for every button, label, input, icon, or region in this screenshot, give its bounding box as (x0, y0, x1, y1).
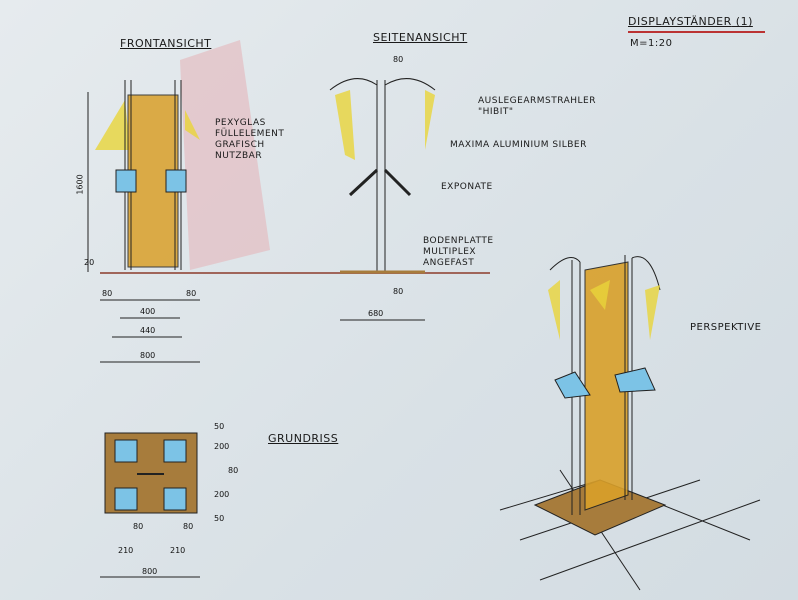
plan-view-drawing (100, 432, 200, 578)
dim-v: 200 (214, 442, 230, 451)
dim-width: 680 (368, 309, 384, 318)
label-profile: MAXIMA ALUMINIUM SILBER (450, 140, 587, 150)
plan-view-heading: GRUNDRISS (268, 432, 339, 445)
dim-height: 1600 (75, 174, 85, 195)
front-view-note: PEXYGLAS FÜLLELEMENT GRAFISCH NUTZBAR (215, 118, 284, 162)
side-view-heading: SEITENANSICHT (373, 31, 468, 44)
dim-h: 800 (142, 567, 158, 576)
title-number: 1 (740, 15, 749, 28)
dim-v: 50 (214, 514, 225, 523)
dim-v: 50 (214, 422, 225, 431)
dim-h: 80 (133, 522, 144, 531)
dim-total: 800 (140, 351, 156, 360)
label-lamp: AUSLEGEARMSTRAHLER"HIBIT" (478, 96, 596, 118)
label-base: BODENPLATTE MULTIPLEX ANGEFAST (423, 236, 494, 269)
dim-v: 200 (214, 490, 230, 499)
dim-v: 80 (228, 466, 239, 475)
label-exhibits: EXPONATE (441, 182, 493, 192)
front-view-heading: FRONTANSICHT (120, 37, 212, 50)
dim-right-post: 80 (186, 289, 197, 298)
lamp-text: AUSLEGEARMSTRAHLER (478, 96, 596, 106)
dim-h: 80 (183, 522, 194, 531)
dim-h: 210 (170, 546, 186, 555)
dim-h: 210 (118, 546, 134, 555)
base-line: ANGEFAST (423, 258, 475, 268)
note-line: FÜLLELEMENT (215, 129, 285, 139)
base-line: MULTIPLEX (423, 247, 477, 257)
dim-outer: 440 (140, 326, 156, 335)
title-text: DISPLAYSTÄNDER (628, 15, 732, 28)
title: DISPLAYSTÄNDER (1) (628, 15, 753, 28)
dim-top: 80 (393, 55, 404, 64)
note-line: GRAFISCH (215, 140, 265, 150)
dim-base: 20 (84, 258, 95, 267)
perspective-heading: PERSPEKTIVE (690, 322, 762, 333)
dim-bottom: 80 (393, 287, 404, 296)
base-line: BODENPLATTE (423, 236, 494, 246)
note-line: PEXYGLAS (215, 118, 266, 128)
dim-inner: 400 (140, 307, 156, 316)
scale-label: M=1:20 (630, 38, 673, 49)
perspective-drawing (499, 255, 761, 591)
dim-left-post: 80 (102, 289, 113, 298)
side-view-drawing (329, 78, 436, 321)
note-line: NUTZBAR (215, 151, 263, 161)
lamp-name: "HIBIT" (478, 107, 514, 117)
